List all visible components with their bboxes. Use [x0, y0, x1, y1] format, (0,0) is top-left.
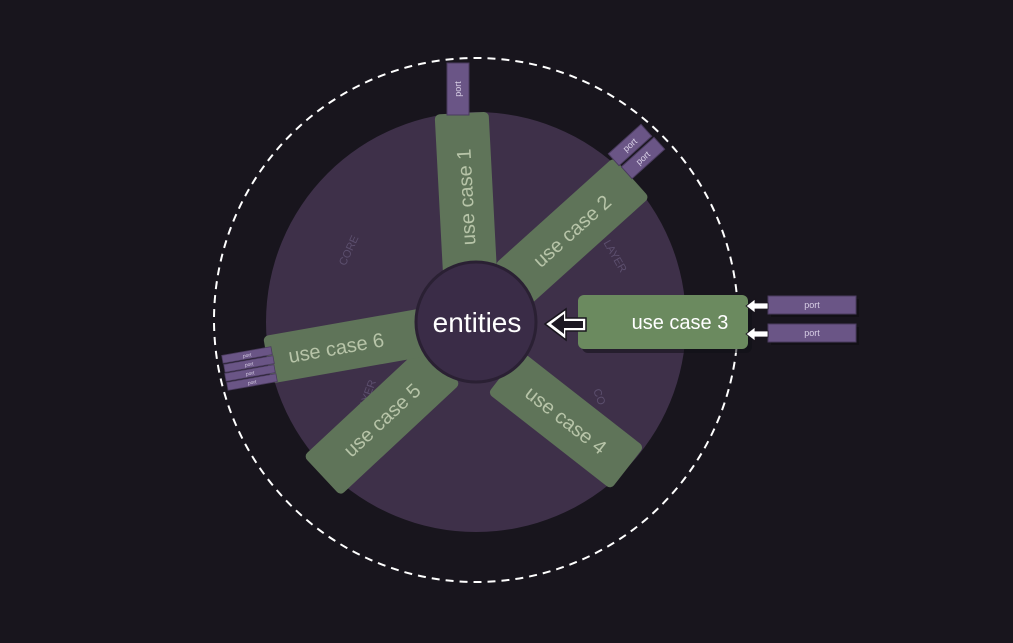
- use-case-3[interactable]: use case 3: [578, 295, 752, 353]
- use-case-3-label: use case 3: [632, 312, 729, 334]
- port-arrow-icon: [745, 326, 769, 342]
- use-case-6-port-a[interactable]: port: [221, 346, 273, 364]
- port-label: port: [804, 328, 820, 338]
- use-case-6-port-d[interactable]: port: [226, 373, 278, 391]
- port-label: port: [453, 81, 463, 97]
- use-case-3-port-a[interactable]: port: [745, 295, 859, 317]
- port-label: port: [804, 300, 820, 310]
- use-case-1[interactable]: use case 1: [434, 111, 498, 283]
- port-label: port: [247, 379, 257, 387]
- use-case-1-label: use case 1: [453, 148, 480, 246]
- ring-label-core-right: CO: [590, 387, 607, 407]
- use-case-1-port[interactable]: port: [446, 62, 470, 116]
- use-case-6[interactable]: use case 6: [263, 308, 429, 383]
- dependency-arrow-inner: [551, 314, 583, 334]
- entities-label: entities: [433, 307, 522, 338]
- use-case-4[interactable]: use case 4: [488, 351, 644, 490]
- port-label: port: [245, 370, 255, 378]
- use-case-2-port-a[interactable]: port: [607, 123, 653, 167]
- entities-node[interactable]: entities: [414, 260, 538, 384]
- port-label: port: [242, 352, 252, 360]
- use-case-6-port-c[interactable]: port: [224, 364, 276, 382]
- port-arrow-icon: [745, 298, 769, 314]
- port-label: port: [244, 361, 254, 369]
- use-case-6-port-b[interactable]: port: [223, 355, 275, 373]
- use-case-2-port-b[interactable]: port: [620, 136, 666, 180]
- use-case-3-port-b[interactable]: port: [745, 323, 859, 345]
